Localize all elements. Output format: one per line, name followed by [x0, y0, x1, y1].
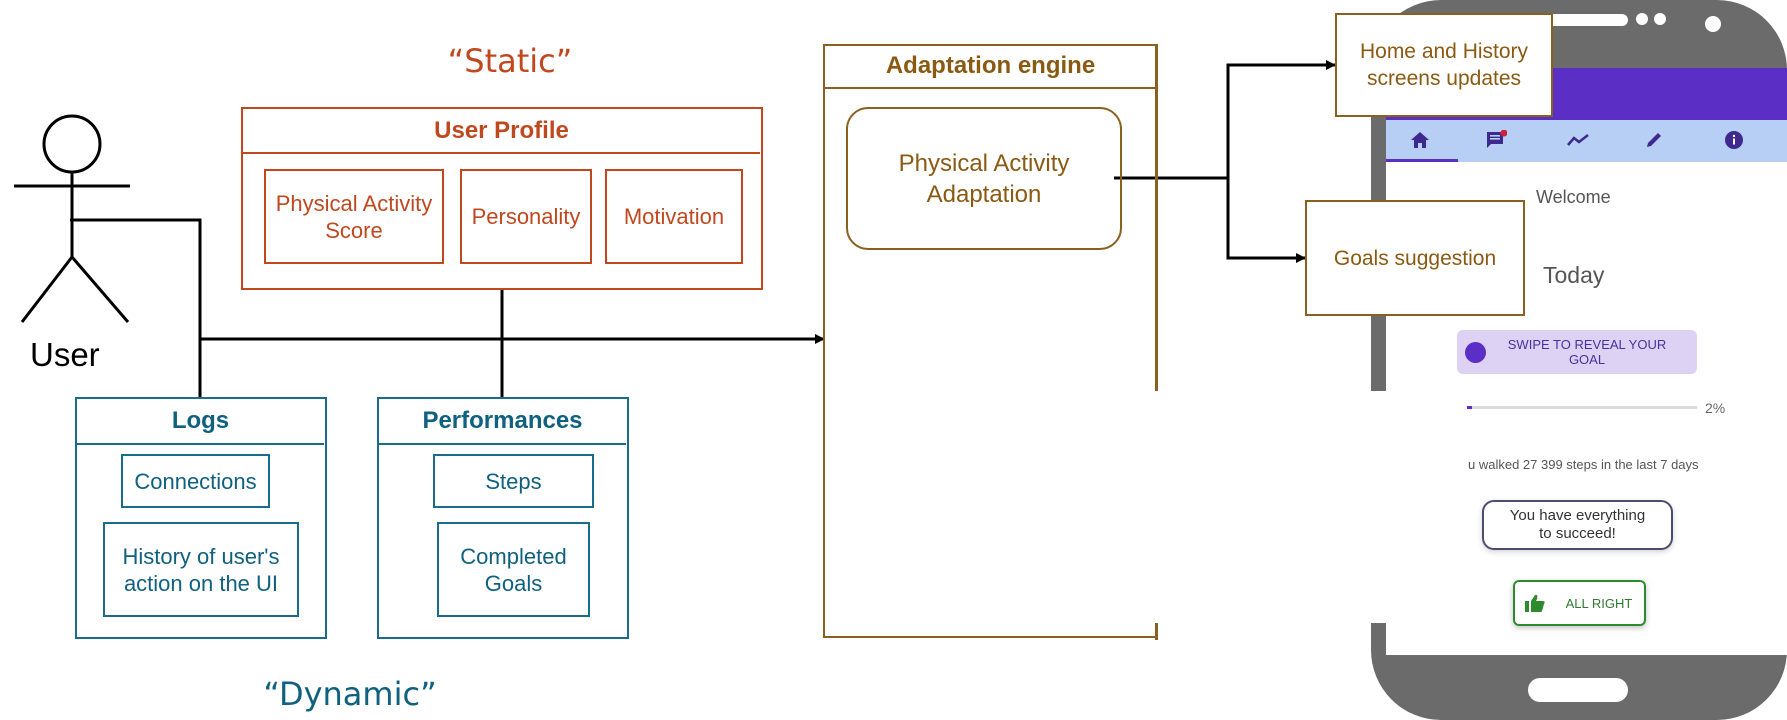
steps-summary-text: u walked 27 399 steps in the last 7 days [1468, 457, 1699, 472]
phone-home-button [1528, 678, 1628, 702]
tab-home-icon[interactable] [1402, 124, 1438, 156]
tab-chat-icon[interactable] [1478, 124, 1514, 156]
adaptation-engine-box [823, 44, 1158, 638]
user-stick-figure-icon [14, 114, 130, 323]
swipe-reveal-label: SWIPE TO REVEAL YOUR GOAL [1507, 337, 1667, 367]
progress-bar-fill [1467, 406, 1472, 409]
tab-edit-icon[interactable] [1636, 124, 1672, 156]
all-right-label: ALL RIGHT [1565, 595, 1633, 611]
phone-dot-icon [1654, 13, 1666, 25]
performances-title: Performances [379, 399, 626, 445]
user-label: User [30, 336, 100, 373]
swipe-handle-icon[interactable] [1465, 342, 1486, 363]
phone-dot-icon [1636, 13, 1648, 25]
motivation-box: Motivation [605, 169, 743, 264]
static-label: “Static” [447, 42, 573, 80]
tab-bar [1386, 120, 1787, 162]
phone-camera-icon [1705, 16, 1721, 32]
logs-title: Logs [77, 399, 324, 445]
progress-percent: 2% [1705, 400, 1726, 416]
thumbs-up-icon [1523, 590, 1547, 616]
goals-suggestion-box: Goals suggestion [1305, 200, 1525, 316]
all-right-button[interactable]: ALL RIGHT [1513, 580, 1646, 626]
progress-bar [1467, 406, 1697, 409]
tab-active-indicator [1386, 159, 1458, 162]
personality-box: Personality [460, 169, 592, 264]
completed-goals-box: Completed Goals [437, 522, 590, 617]
connections-box: Connections [121, 454, 270, 508]
physical-activity-adaptation-box: Physical Activity Adaptation [846, 107, 1122, 250]
physical-activity-score-box: Physical Activity Score [264, 169, 444, 264]
logs-box: Logs [75, 397, 327, 639]
welcome-text: Welcome [1536, 187, 1611, 207]
blank-area [1157, 391, 1386, 623]
user-profile-box: User Profile [241, 107, 763, 290]
dynamic-label: “Dynamic” [263, 675, 437, 713]
tab-trend-icon[interactable] [1560, 124, 1596, 156]
engine-right-border-upper [1155, 44, 1158, 391]
tab-info-icon[interactable] [1716, 124, 1752, 156]
performances-box: Performances [377, 397, 629, 639]
today-text: Today [1543, 262, 1605, 288]
home-history-updates-box: Home and History screens updates [1335, 13, 1553, 117]
adaptation-engine-title: Adaptation engine [823, 44, 1158, 89]
history-actions-box: History of user's action on the UI [103, 522, 299, 617]
motivation-message: You have everything to succeed! [1482, 500, 1673, 550]
swipe-reveal-button[interactable]: SWIPE TO REVEAL YOUR GOAL [1457, 330, 1697, 374]
steps-box: Steps [433, 454, 594, 508]
engine-right-border-lower [1155, 623, 1158, 640]
user-profile-title: User Profile [243, 109, 760, 154]
